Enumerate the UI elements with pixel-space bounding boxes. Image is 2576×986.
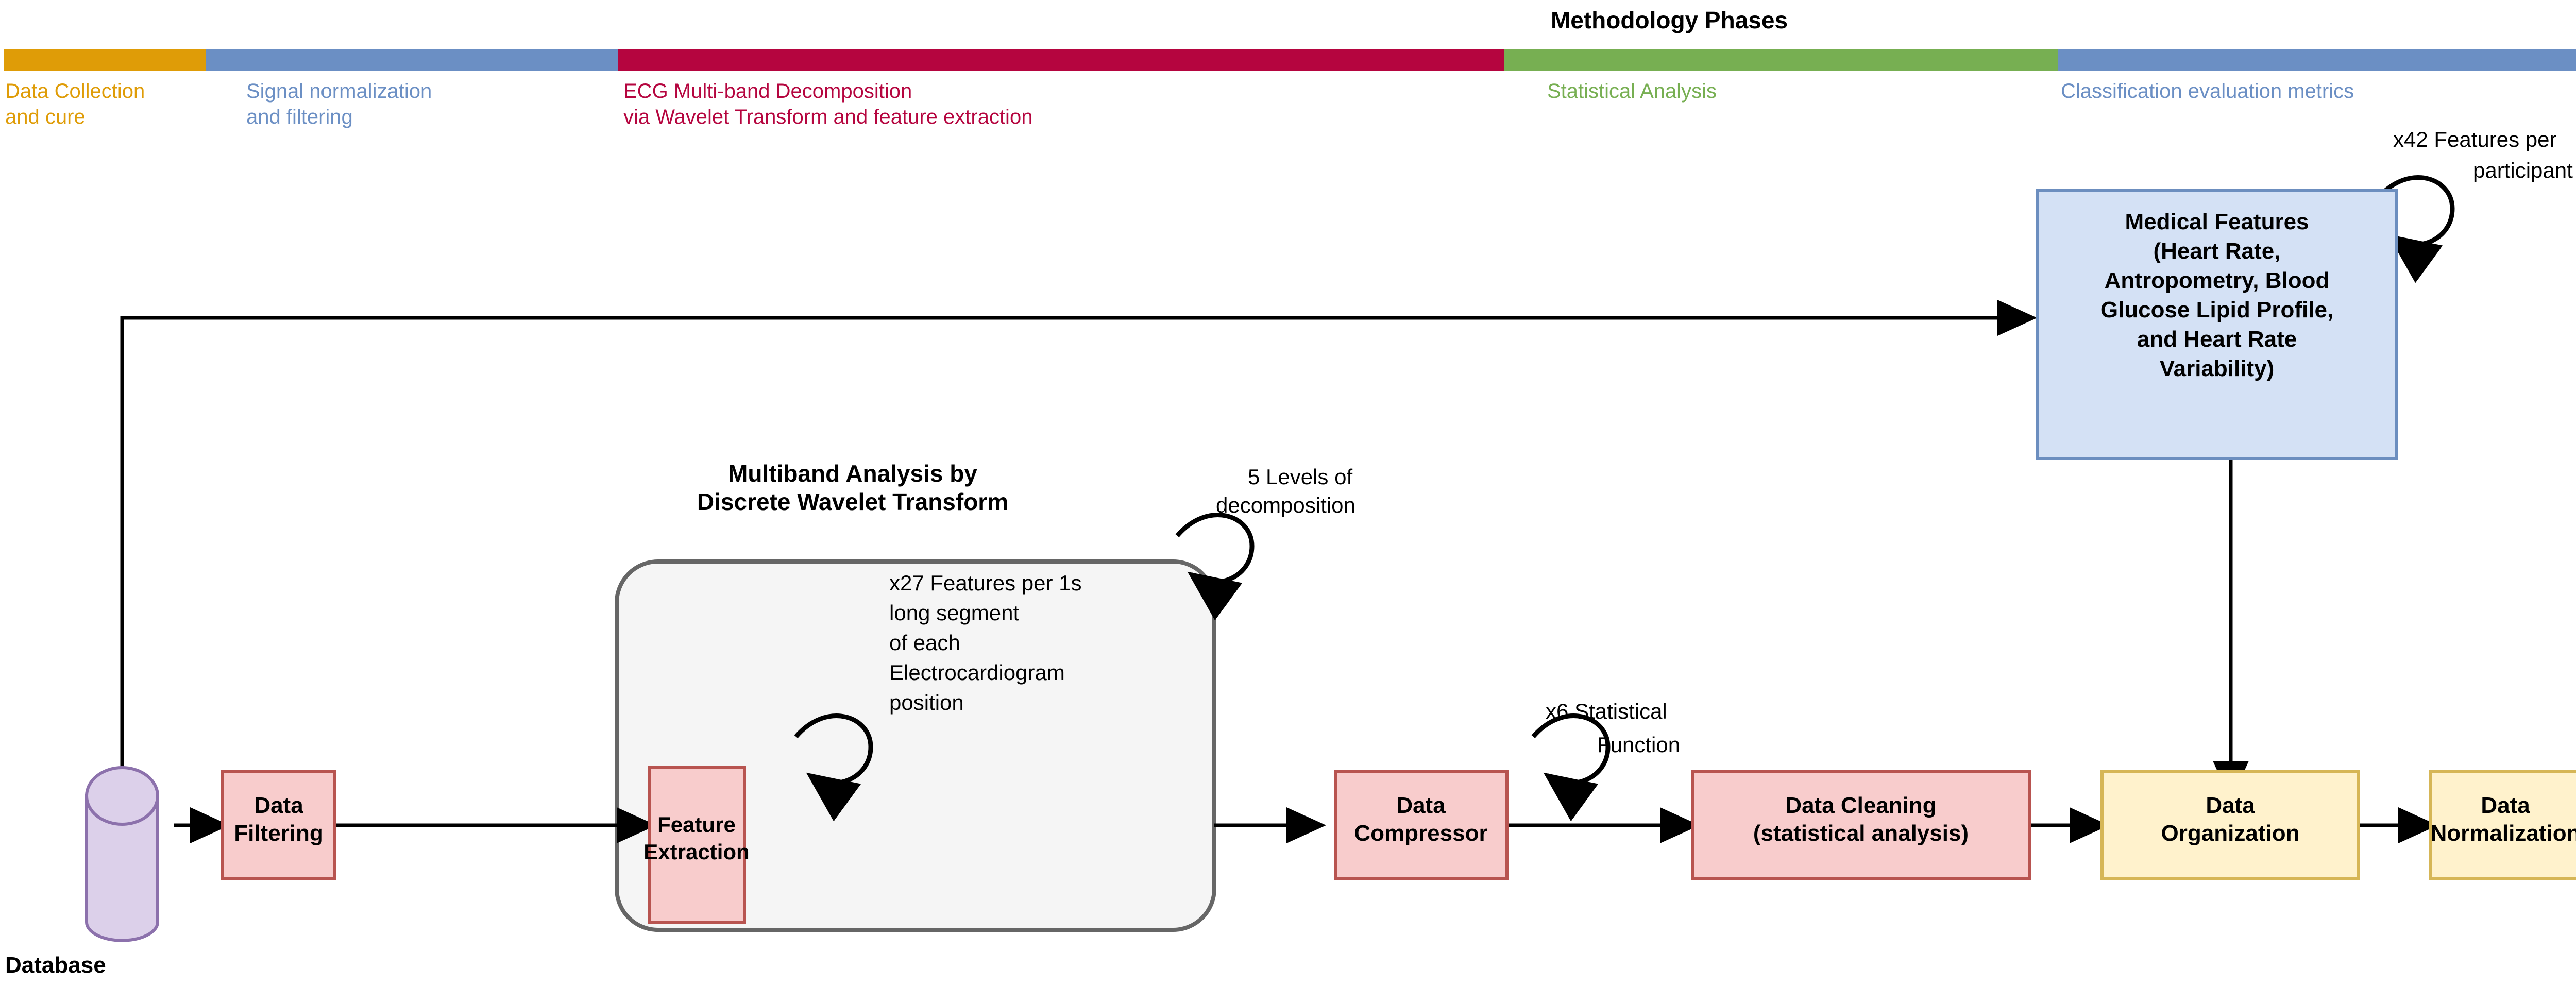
svg-text:and cure: and cure — [5, 106, 86, 128]
data-normalization-node[interactable]: Data Normalization — [2429, 770, 2576, 880]
data-cleaning-node[interactable]: Data Cleaning (statistical analysis) — [1691, 770, 2031, 880]
svg-text:x42 Features per: x42 Features per — [2393, 127, 2557, 151]
medical-features-label-line2: (Heart Rate, — [2154, 239, 2281, 264]
svg-text:and filtering: and filtering — [246, 106, 353, 128]
edge-database-to-medical-features — [120, 300, 2037, 768]
data-filtering-label-line2: Filtering — [234, 821, 324, 846]
data-cleaning-label-line2: (statistical analysis) — [1753, 821, 1969, 846]
multiband-group-title-line2: Discrete Wavelet Transform — [697, 488, 1008, 515]
database-cylinder-body — [85, 794, 159, 942]
data-compressor-label-line1: Data — [1396, 793, 1446, 818]
medical-features-label-line1: Medical Features — [2125, 209, 2309, 234]
data-compressor-label-line2: Compressor — [1354, 821, 1487, 846]
svg-text:5 Levels of: 5 Levels of — [1248, 465, 1352, 489]
feature-extraction-label-line1: Feature — [657, 812, 736, 837]
svg-text:Electrocardiogram: Electrocardiogram — [889, 660, 1065, 685]
feature-extraction-label-line2: Extraction — [643, 840, 749, 864]
phase-label-statistical-analysis: Statistical Analysis — [1547, 80, 1717, 103]
medical-features-label-line6: Variability) — [2160, 356, 2275, 381]
phase-segment-statistical-analysis — [1504, 49, 2058, 71]
phase-segment-signal-normalization — [206, 49, 618, 71]
self-loop-medical-features-icon — [2376, 175, 2455, 283]
svg-text:Statistical Analysis: Statistical Analysis — [1547, 80, 1717, 103]
svg-text:of each: of each — [889, 631, 960, 655]
svg-text:x27 Features per 1s: x27 Features per 1s — [889, 571, 1082, 595]
medical-features-label-line3: Antropometry, Blood — [2105, 268, 2330, 293]
phase-label-data-collection: Data Collection and cure — [5, 80, 145, 128]
page-title: Methodology Phases — [1551, 7, 1788, 33]
svg-text:position: position — [889, 690, 964, 715]
data-compressor-node[interactable]: Data Compressor — [1334, 770, 1509, 880]
phase-bar — [4, 49, 2576, 71]
svg-text:Function: Function — [1597, 733, 1680, 757]
data-organization-label-line1: Data — [2206, 793, 2255, 818]
phase-label-ecg-decomposition: ECG Multi-band Decomposition via Wavelet… — [623, 80, 1032, 128]
svg-text:ECG Multi-band Decomposition: ECG Multi-band Decomposition — [623, 80, 912, 103]
self-loop-decomposition-icon — [1175, 513, 1255, 621]
data-organization-node[interactable]: Data Organization — [2100, 770, 2360, 880]
svg-text:via Wavelet Transform and feat: via Wavelet Transform and feature extrac… — [623, 106, 1032, 128]
svg-text:decomposition: decomposition — [1216, 493, 1355, 517]
svg-text:participant: participant — [2473, 158, 2573, 182]
data-filtering-label-line1: Data — [254, 793, 303, 818]
medical-features-label-line5: and Heart Rate — [2137, 327, 2297, 352]
annotation-features-per-segment: x27 Features per 1s long segment of each… — [889, 571, 1082, 715]
medical-features-node[interactable]: Medical Features (Heart Rate, Antropomet… — [2036, 189, 2398, 460]
annotation-features-per-participant: x42 Features per participant — [2393, 127, 2573, 182]
svg-text:Signal normalization: Signal normalization — [246, 80, 432, 103]
svg-text:long segment: long segment — [889, 601, 1019, 625]
data-cleaning-label-line1: Data Cleaning — [1785, 793, 1936, 818]
feature-extraction-node[interactable]: Feature Extraction — [643, 766, 750, 924]
data-normalization-label-line2: Normalization — [2431, 821, 2576, 846]
svg-text:x6 Statistical: x6 Statistical — [1546, 699, 1667, 723]
phase-segment-data-collection — [4, 49, 206, 71]
annotation-levels-of-decomposition: 5 Levels of decomposition — [1216, 465, 1355, 517]
svg-text:Classification evaluation metr: Classification evaluation metrics — [2061, 80, 2354, 103]
phase-segment-classification-metrics — [2058, 49, 2576, 71]
phase-label-classification-metrics: Classification evaluation metrics — [2061, 80, 2354, 103]
data-normalization-label-line1: Data — [2481, 793, 2530, 818]
annotation-statistical-function: x6 Statistical Function — [1546, 699, 1680, 757]
data-filtering-node[interactable]: Data Filtering — [221, 770, 336, 880]
data-organization-label-line2: Organization — [2161, 821, 2300, 846]
svg-text:Data Collection: Data Collection — [5, 80, 145, 103]
multiband-analysis-group — [615, 559, 1216, 932]
database-label: Database — [5, 953, 106, 978]
self-loop-feature-extraction-icon — [794, 713, 873, 822]
multiband-group-title-line1: Multiband Analysis by — [728, 460, 977, 487]
medical-features-label-line4: Glucose Lipid Profile, — [2100, 297, 2333, 322]
database-cylinder-top — [85, 766, 159, 826]
phase-segment-ecg-decomposition — [618, 49, 1504, 71]
database-node[interactable] — [85, 766, 159, 942]
phase-label-signal-normalization: Signal normalization and filtering — [246, 80, 432, 128]
self-loop-statistical-function-icon — [1531, 713, 1611, 822]
